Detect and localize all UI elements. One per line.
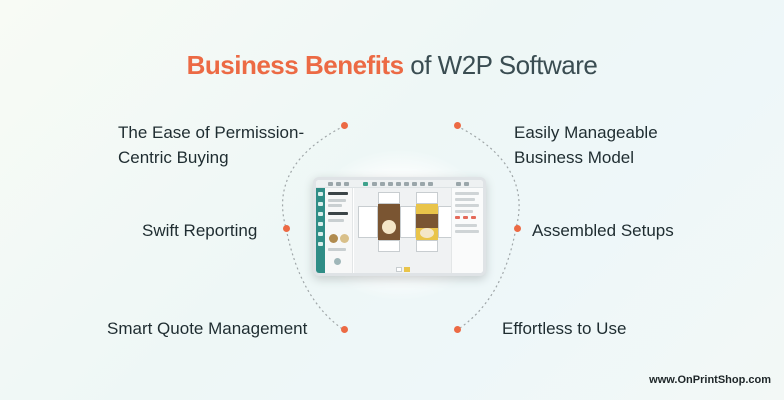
benefit-assembled-setups: Assembled Setups — [532, 218, 674, 243]
benefit-line: Centric Buying — [118, 148, 229, 167]
benefit-dot-icon — [514, 225, 521, 232]
benefit-dot-icon — [283, 225, 290, 232]
benefit-line: Effortless to Use — [502, 319, 627, 338]
benefit-dot-icon — [454, 326, 461, 333]
benefit-smart-quote: Smart Quote Management — [107, 316, 307, 341]
editor-toolbar — [316, 180, 483, 188]
benefit-line: Easily Manageable — [514, 123, 658, 142]
benefit-line: The Ease of Permission- — [118, 123, 305, 142]
benefit-line: Assembled Setups — [532, 221, 674, 240]
benefit-dot-icon — [341, 326, 348, 333]
title-rest: of W2P Software — [403, 50, 598, 80]
benefit-line: Swift Reporting — [142, 221, 258, 240]
editor-canvas — [354, 188, 452, 273]
website-footer: www.OnPrintShop.com — [649, 374, 771, 386]
benefit-effortless: Effortless to Use — [502, 316, 626, 341]
title-highlight: Business Benefits — [186, 50, 404, 80]
laptop-editor-illustration — [313, 177, 486, 276]
page-title: Business Benefits of W2P Software — [0, 50, 784, 81]
benefit-dot-icon — [341, 122, 348, 129]
benefit-dot-icon — [454, 122, 461, 129]
editor-sidebar — [316, 188, 325, 273]
benefit-business-model: Easily Manageable Business Model — [514, 120, 658, 170]
benefit-line: Smart Quote Management — [107, 319, 308, 338]
editor-properties — [451, 188, 483, 273]
benefit-swift-reporting: Swift Reporting — [142, 218, 257, 243]
benefit-permission-buying: The Ease of Permission- Centric Buying — [118, 120, 304, 170]
editor-panel — [325, 188, 353, 273]
benefit-line: Business Model — [514, 148, 635, 167]
